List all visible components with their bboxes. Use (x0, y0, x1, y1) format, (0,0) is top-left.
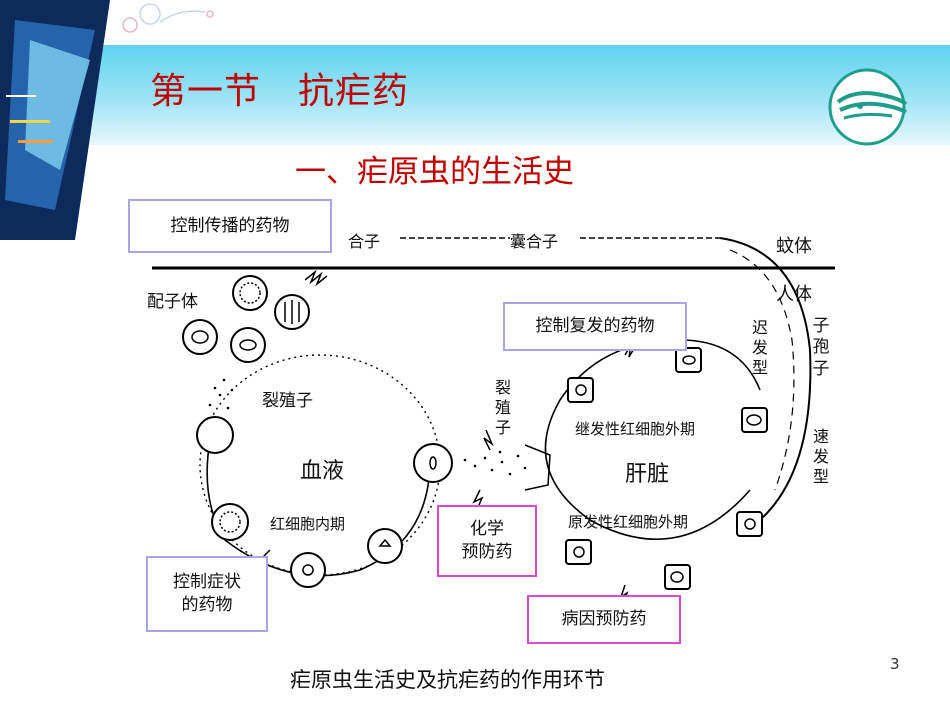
mosquito-label: 蚊体 (776, 236, 812, 257)
chemo-line2: 预防药 (461, 542, 513, 562)
section-subtitle: 一、疟原虫的生活史 (295, 154, 574, 190)
oocyst-label: 囊合子 (510, 232, 559, 251)
title-banner (0, 45, 950, 145)
top-swirl-decoration (122, 3, 214, 33)
symptom-drug-box: 控制症状 的药物 (146, 556, 268, 632)
page-number: 3 (890, 655, 900, 673)
diagram-caption: 疟原虫生活史及抗疟药的作用环节 (290, 668, 605, 692)
secondary-stage-label: 继发性红细胞外期 (575, 420, 696, 438)
lifecycle-diagram (152, 237, 835, 606)
sporozoite-label: 子孢子 (812, 316, 830, 379)
zygote-label: 合子 (348, 232, 381, 251)
symptom-drug-line1: 控制症状 (173, 572, 241, 593)
rapid-type-label: 速发型 (812, 427, 829, 486)
page-title: 第一节 抗疟药 (150, 71, 410, 112)
liver-merozoite-label: 裂殖子 (494, 378, 511, 437)
gametocyte-label: 配子体 (147, 292, 198, 312)
corner-decoration (0, 0, 110, 240)
blood-label: 血液 (300, 459, 345, 484)
chemo-line1: 化学 (470, 519, 504, 540)
primary-stage-label: 原发性红细胞外期 (568, 513, 689, 531)
delayed-type-label: 迟发型 (751, 318, 768, 377)
blood-merozoite-label: 裂殖子 (262, 391, 313, 411)
transmission-drug-box: 控制传播的药物 (128, 199, 332, 253)
symptom-drug-line2: 的药物 (181, 595, 233, 615)
rbc-stage-label: 红细胞内期 (270, 515, 346, 533)
cell-icons (182, 275, 768, 590)
logo-icon (828, 68, 908, 146)
liver-label: 肝脏 (625, 462, 670, 487)
chemoprophylaxis-box: 化学 预防药 (437, 505, 537, 577)
liver-cycle (544, 339, 761, 540)
sporozoite-path (719, 237, 812, 521)
causal-prophylaxis-box: 病因预防药 (527, 595, 681, 644)
relapse-drug-box: 控制复发的药物 (503, 302, 687, 351)
human-label: 人体 (776, 284, 812, 305)
